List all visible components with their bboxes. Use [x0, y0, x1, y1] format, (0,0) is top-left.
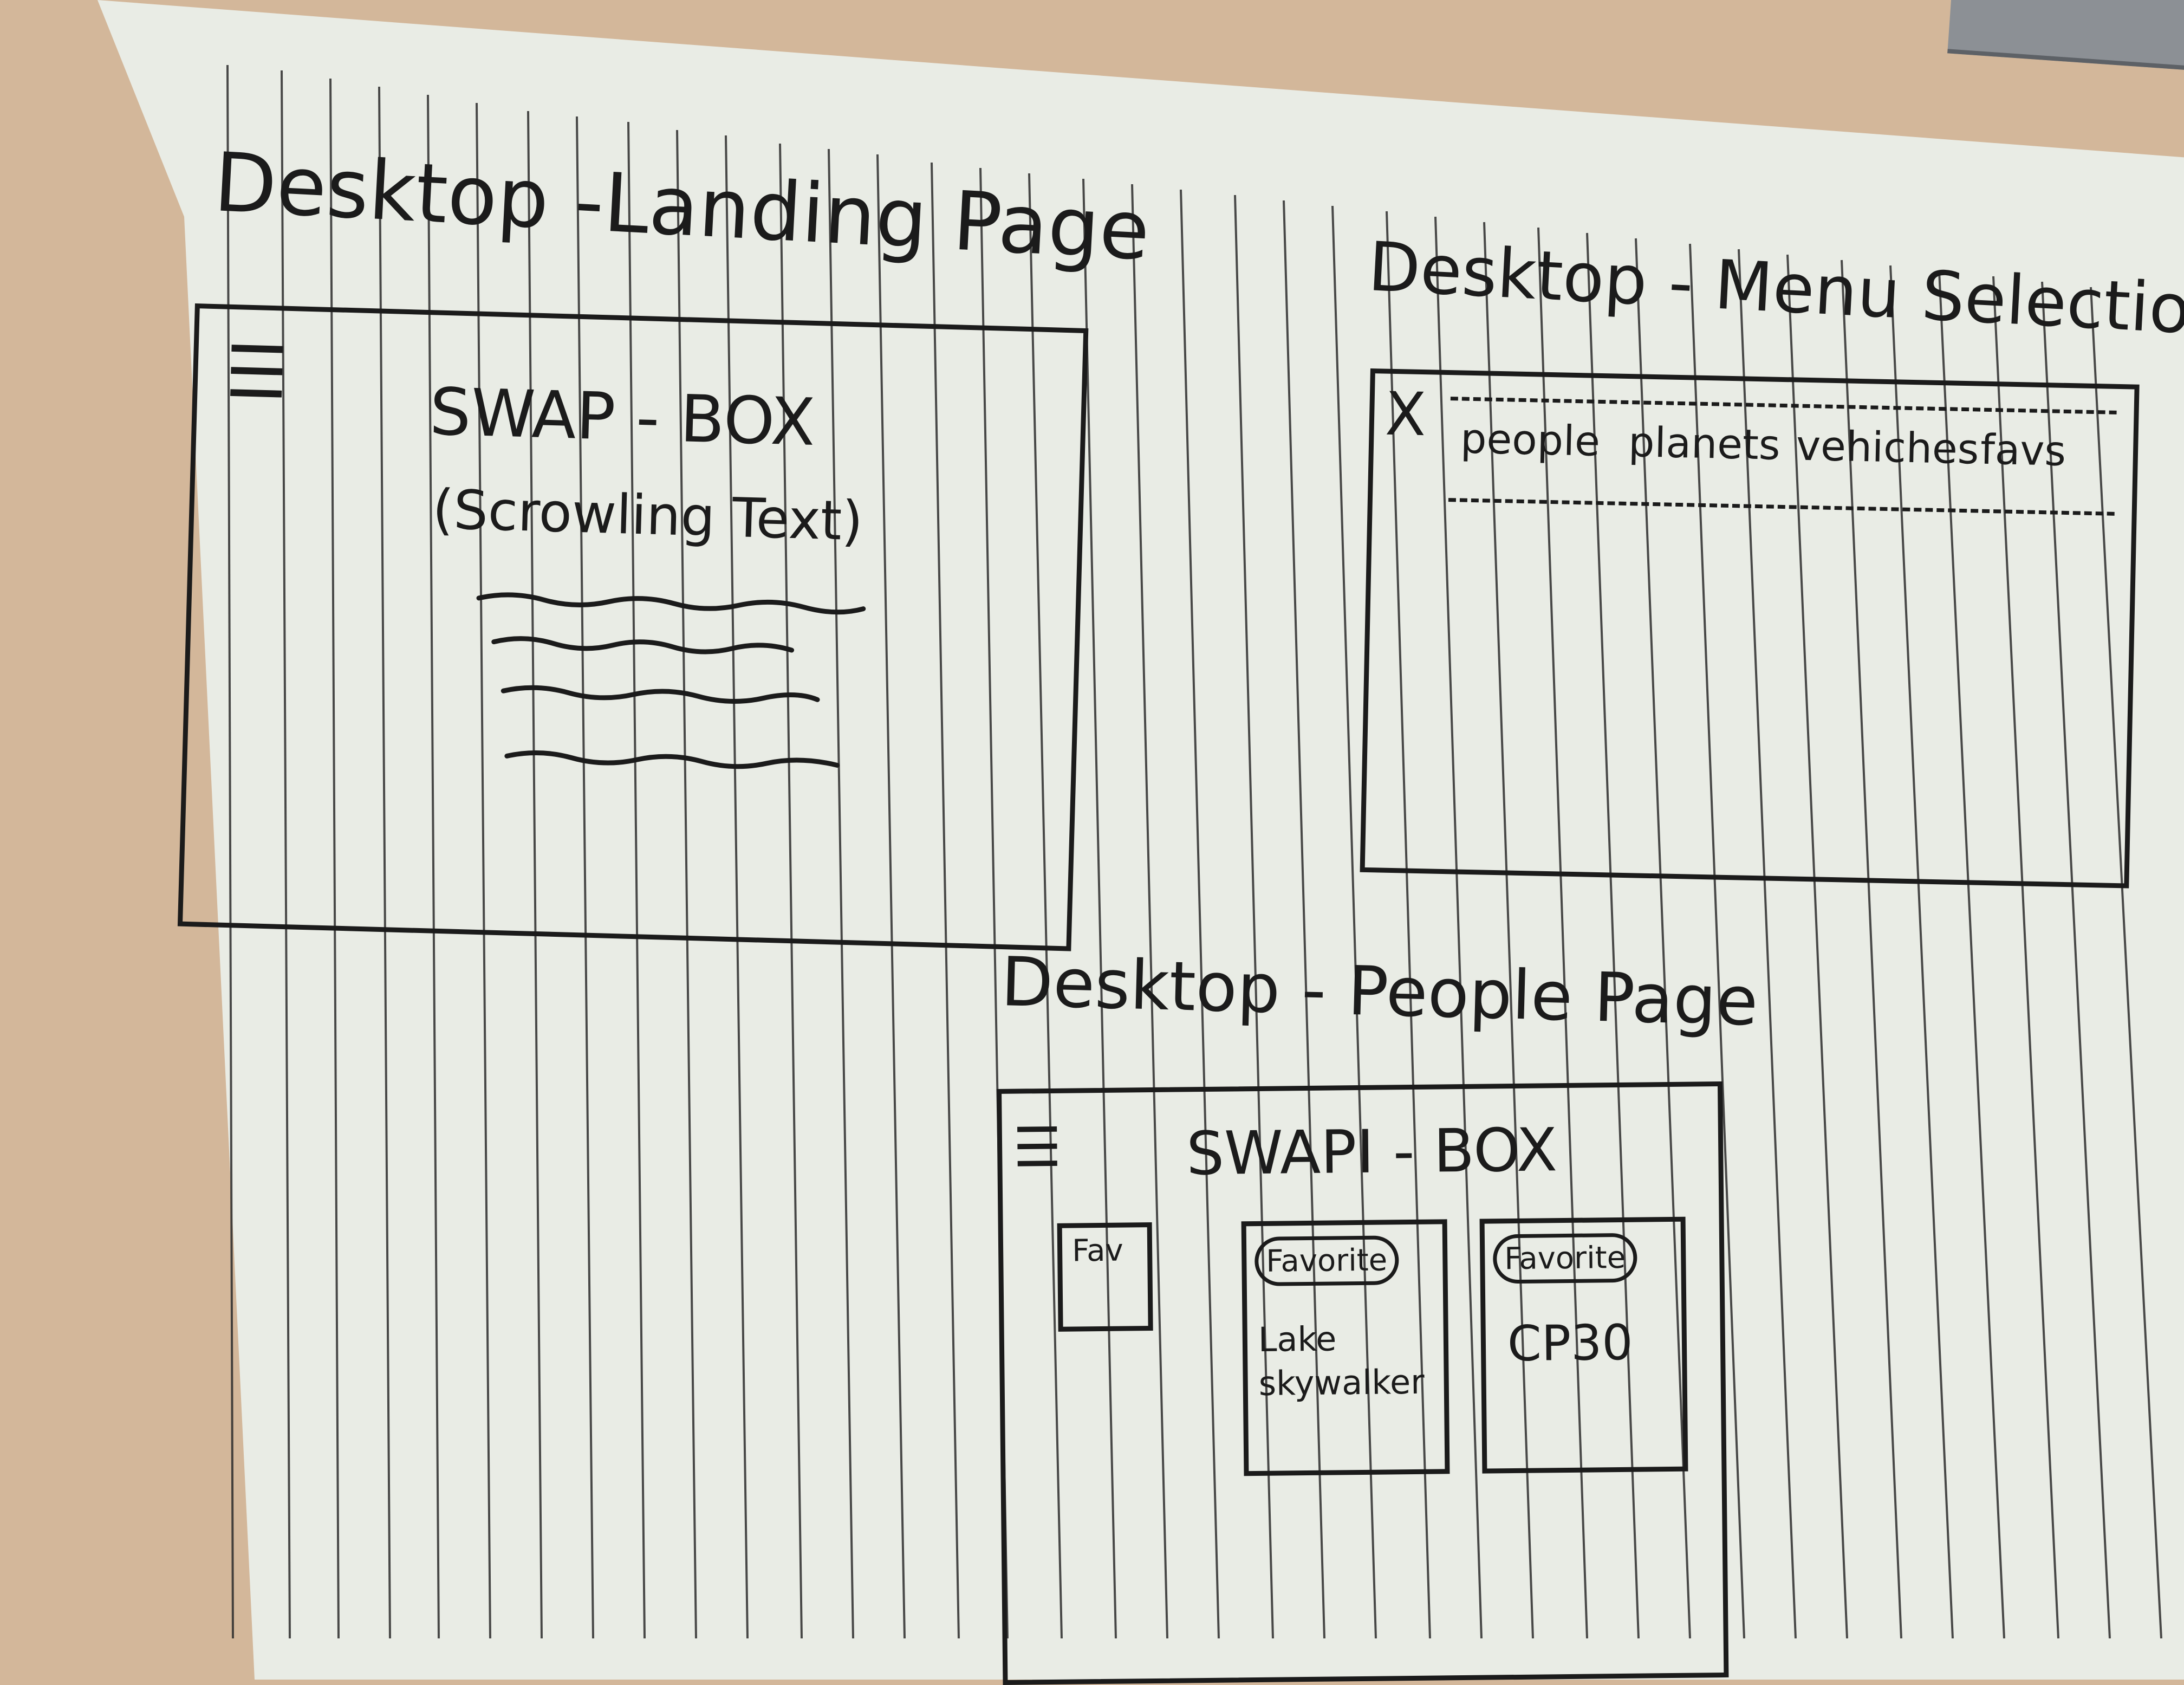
scrolling-text-lines [476, 592, 866, 769]
person-card[interactable]: Favorite Lake skywalker [1241, 1219, 1450, 1476]
hamburger-menu-icon[interactable]: ☰ [1012, 1115, 1062, 1180]
person-name: CP30 [1507, 1314, 1634, 1373]
menu-screen-frame: X people planets vehiches favs [1360, 368, 2140, 889]
menu-item-vehicles[interactable]: vehiches [1796, 421, 1980, 474]
favorite-badge[interactable]: Favorite [1492, 1233, 1637, 1284]
paper-rule-lines [226, 64, 2162, 1638]
people-app-title: SWAPI - BOX [1186, 1115, 1558, 1189]
fav-button-label: Fav [1071, 1233, 1124, 1269]
menu-item-people[interactable]: people [1460, 414, 1601, 465]
menu-item-planets[interactable]: planets [1628, 418, 1781, 469]
person-card[interactable]: Favorite CP30 [1479, 1216, 1688, 1474]
person-name: Lake skywalker [1258, 1319, 1425, 1403]
favorite-badge[interactable]: Favorite [1254, 1235, 1399, 1287]
people-screen-frame: ☰ SWAPI - BOX Fav Favorite Lake skywalke… [997, 1081, 1729, 1685]
landing-screen-frame: ☰ SWAP - BOX (Scrowling Text) [177, 303, 1089, 951]
fav-filter-button[interactable]: Fav [1057, 1222, 1153, 1332]
menu-item-favs[interactable]: favs [1980, 425, 2066, 475]
menu-nav-bar: people planets vehiches favs [1448, 397, 2117, 516]
close-icon[interactable]: X [1384, 379, 1427, 450]
